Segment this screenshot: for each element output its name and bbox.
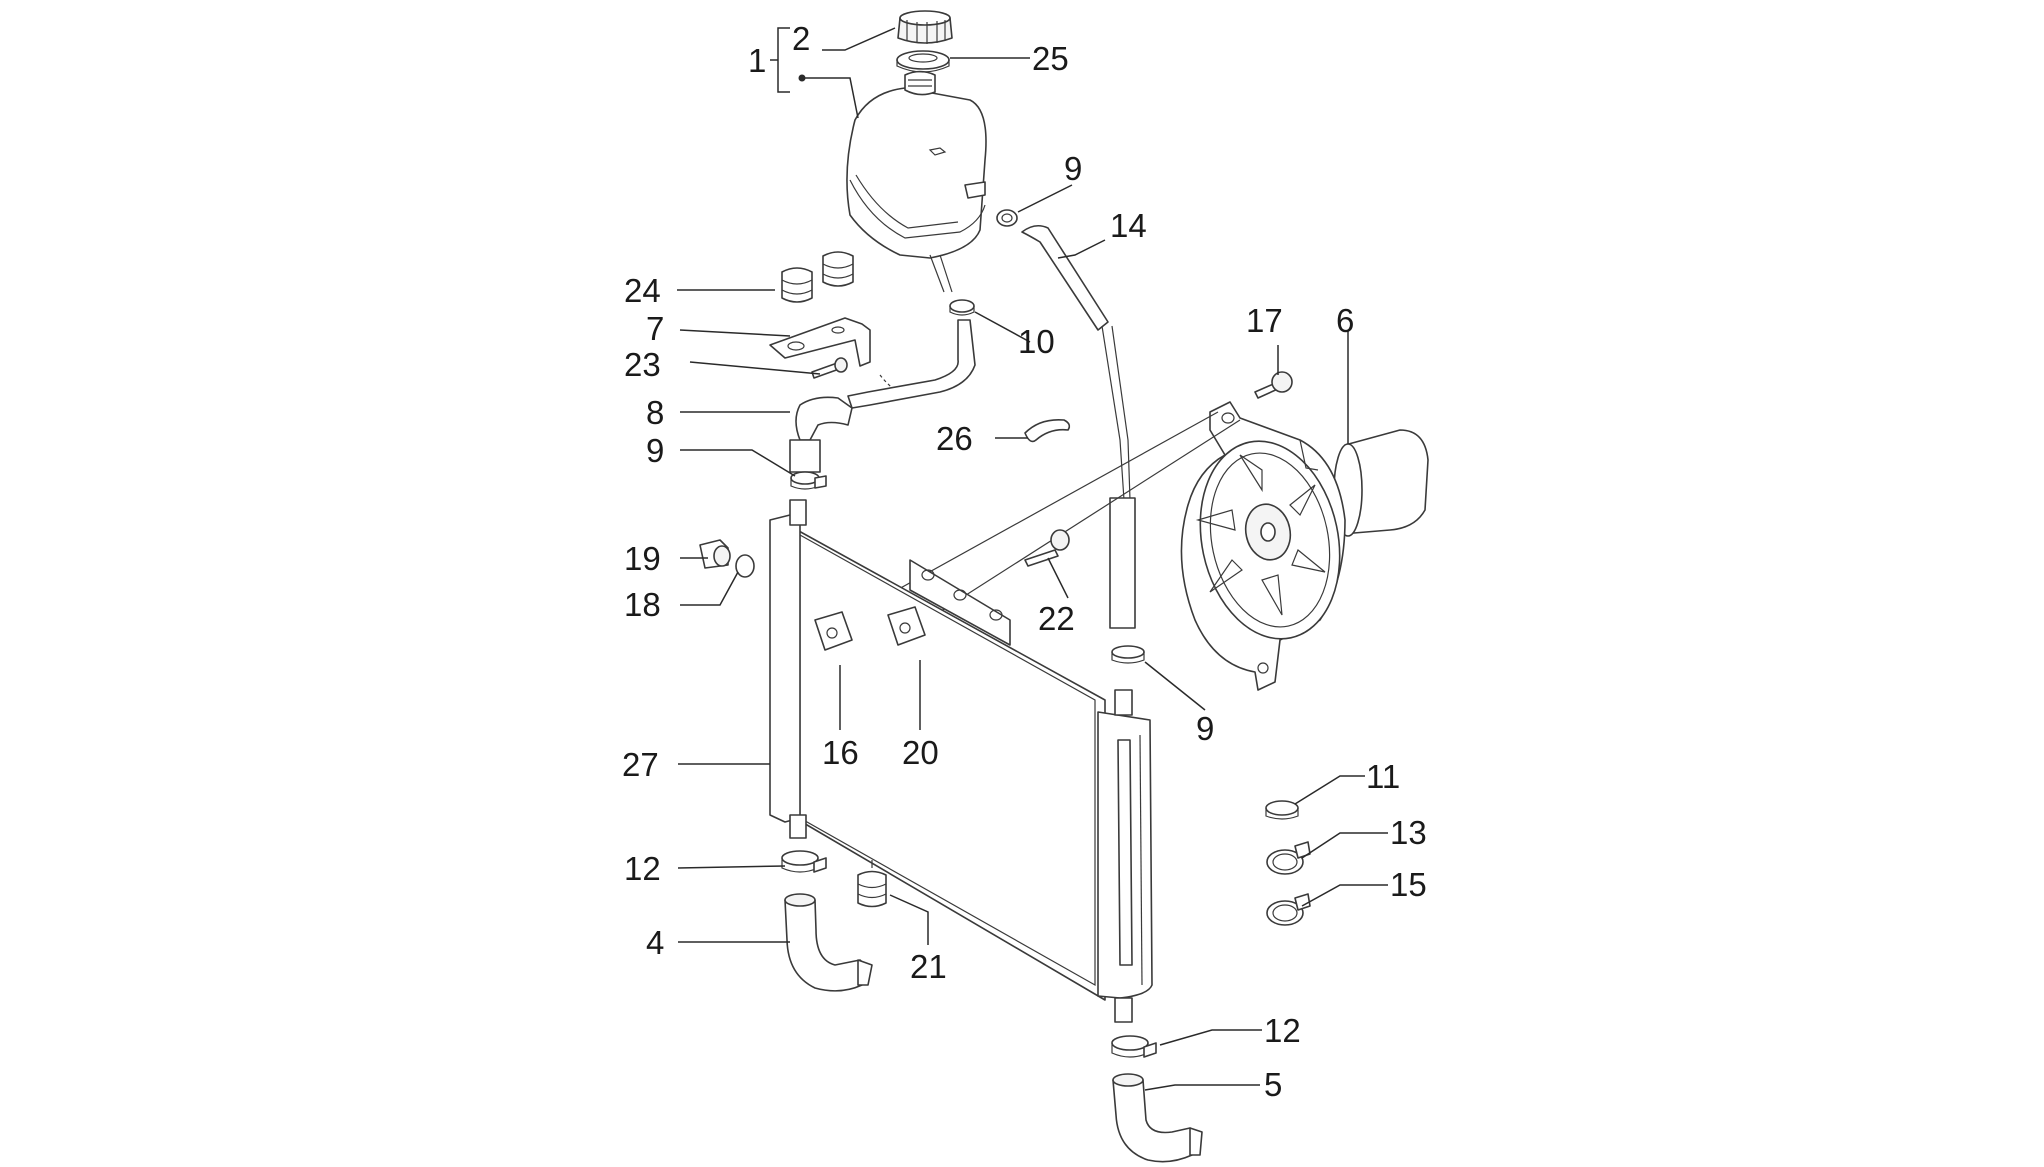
- expansion-tank: [846, 70, 987, 293]
- callout-18: 18: [624, 586, 661, 623]
- callout-12-left: 12: [624, 850, 661, 887]
- callout-25: 25: [1032, 40, 1069, 77]
- hose-clamp-12-right: [1111, 1035, 1157, 1058]
- hose-clamp-15: [1266, 893, 1311, 926]
- leader-lines: [677, 27, 1388, 1091]
- callout-24: 24: [624, 272, 661, 309]
- hose-clamp-9-lower: [1111, 645, 1145, 664]
- callout-27: 27: [622, 746, 659, 783]
- callout-12-right: 12: [1264, 1012, 1301, 1049]
- rubber-pad-20: [887, 606, 926, 646]
- callout-17: 17: [1246, 302, 1283, 339]
- thermo-switch: [699, 539, 731, 569]
- rubber-mount-21: [857, 860, 887, 908]
- callout-4: 4: [646, 924, 664, 961]
- hose-14: [1021, 224, 1136, 629]
- callout-15: 15: [1390, 866, 1427, 903]
- callout-10: 10: [1018, 323, 1055, 360]
- callout-8: 8: [646, 394, 664, 431]
- hose-clamp-10: [949, 299, 975, 316]
- callout-20: 20: [902, 734, 939, 771]
- callout-23: 23: [624, 346, 661, 383]
- hose-clamp-9-upper: [790, 471, 827, 490]
- callout-19: 19: [624, 540, 661, 577]
- callout-9-upper: 9: [646, 432, 664, 469]
- callout-7: 7: [646, 310, 664, 347]
- callout-labels: 1 2 25 9 14 24 7 23 10 8 26 9 17 6 19 18…: [622, 20, 1427, 1103]
- callout-2: 2: [792, 20, 810, 57]
- callout-21: 21: [910, 948, 947, 985]
- fan-bolt: [1254, 371, 1293, 399]
- mounting-bracket: [769, 317, 871, 367]
- radiator: [769, 499, 1153, 1023]
- sealing-washer: [735, 554, 755, 578]
- callout-22: 22: [1038, 600, 1075, 637]
- callout-9-tank: 9: [1064, 150, 1082, 187]
- cap-gasket: [896, 50, 950, 73]
- callout-26: 26: [936, 420, 973, 457]
- hose-4: [784, 893, 873, 992]
- rubber-mounts: [781, 251, 854, 303]
- hose-clamp-13: [1266, 841, 1311, 875]
- hose-clamp-9-tank: [996, 209, 1018, 227]
- callout-14: 14: [1110, 207, 1147, 244]
- callout-11: 11: [1366, 758, 1400, 795]
- cooling-fan: [1180, 401, 1429, 691]
- callout-16: 16: [822, 734, 859, 771]
- callout-5: 5: [1264, 1066, 1282, 1103]
- hose-8: [789, 319, 976, 473]
- callout-1: 1: [748, 42, 766, 79]
- radiator-screw: [1024, 529, 1070, 567]
- callout-9-lower: 9: [1196, 710, 1214, 747]
- hose-clamp-11: [1265, 800, 1299, 820]
- bracket-screw: [811, 357, 848, 379]
- o-ring: [1024, 418, 1071, 443]
- rubber-pad-16: [814, 611, 853, 651]
- tank-cap: [897, 10, 953, 44]
- callout-6: 6: [1336, 302, 1354, 339]
- hose-5: [1112, 1073, 1203, 1163]
- hose-clamp-12-left: [781, 850, 827, 873]
- callout-13: 13: [1390, 814, 1427, 851]
